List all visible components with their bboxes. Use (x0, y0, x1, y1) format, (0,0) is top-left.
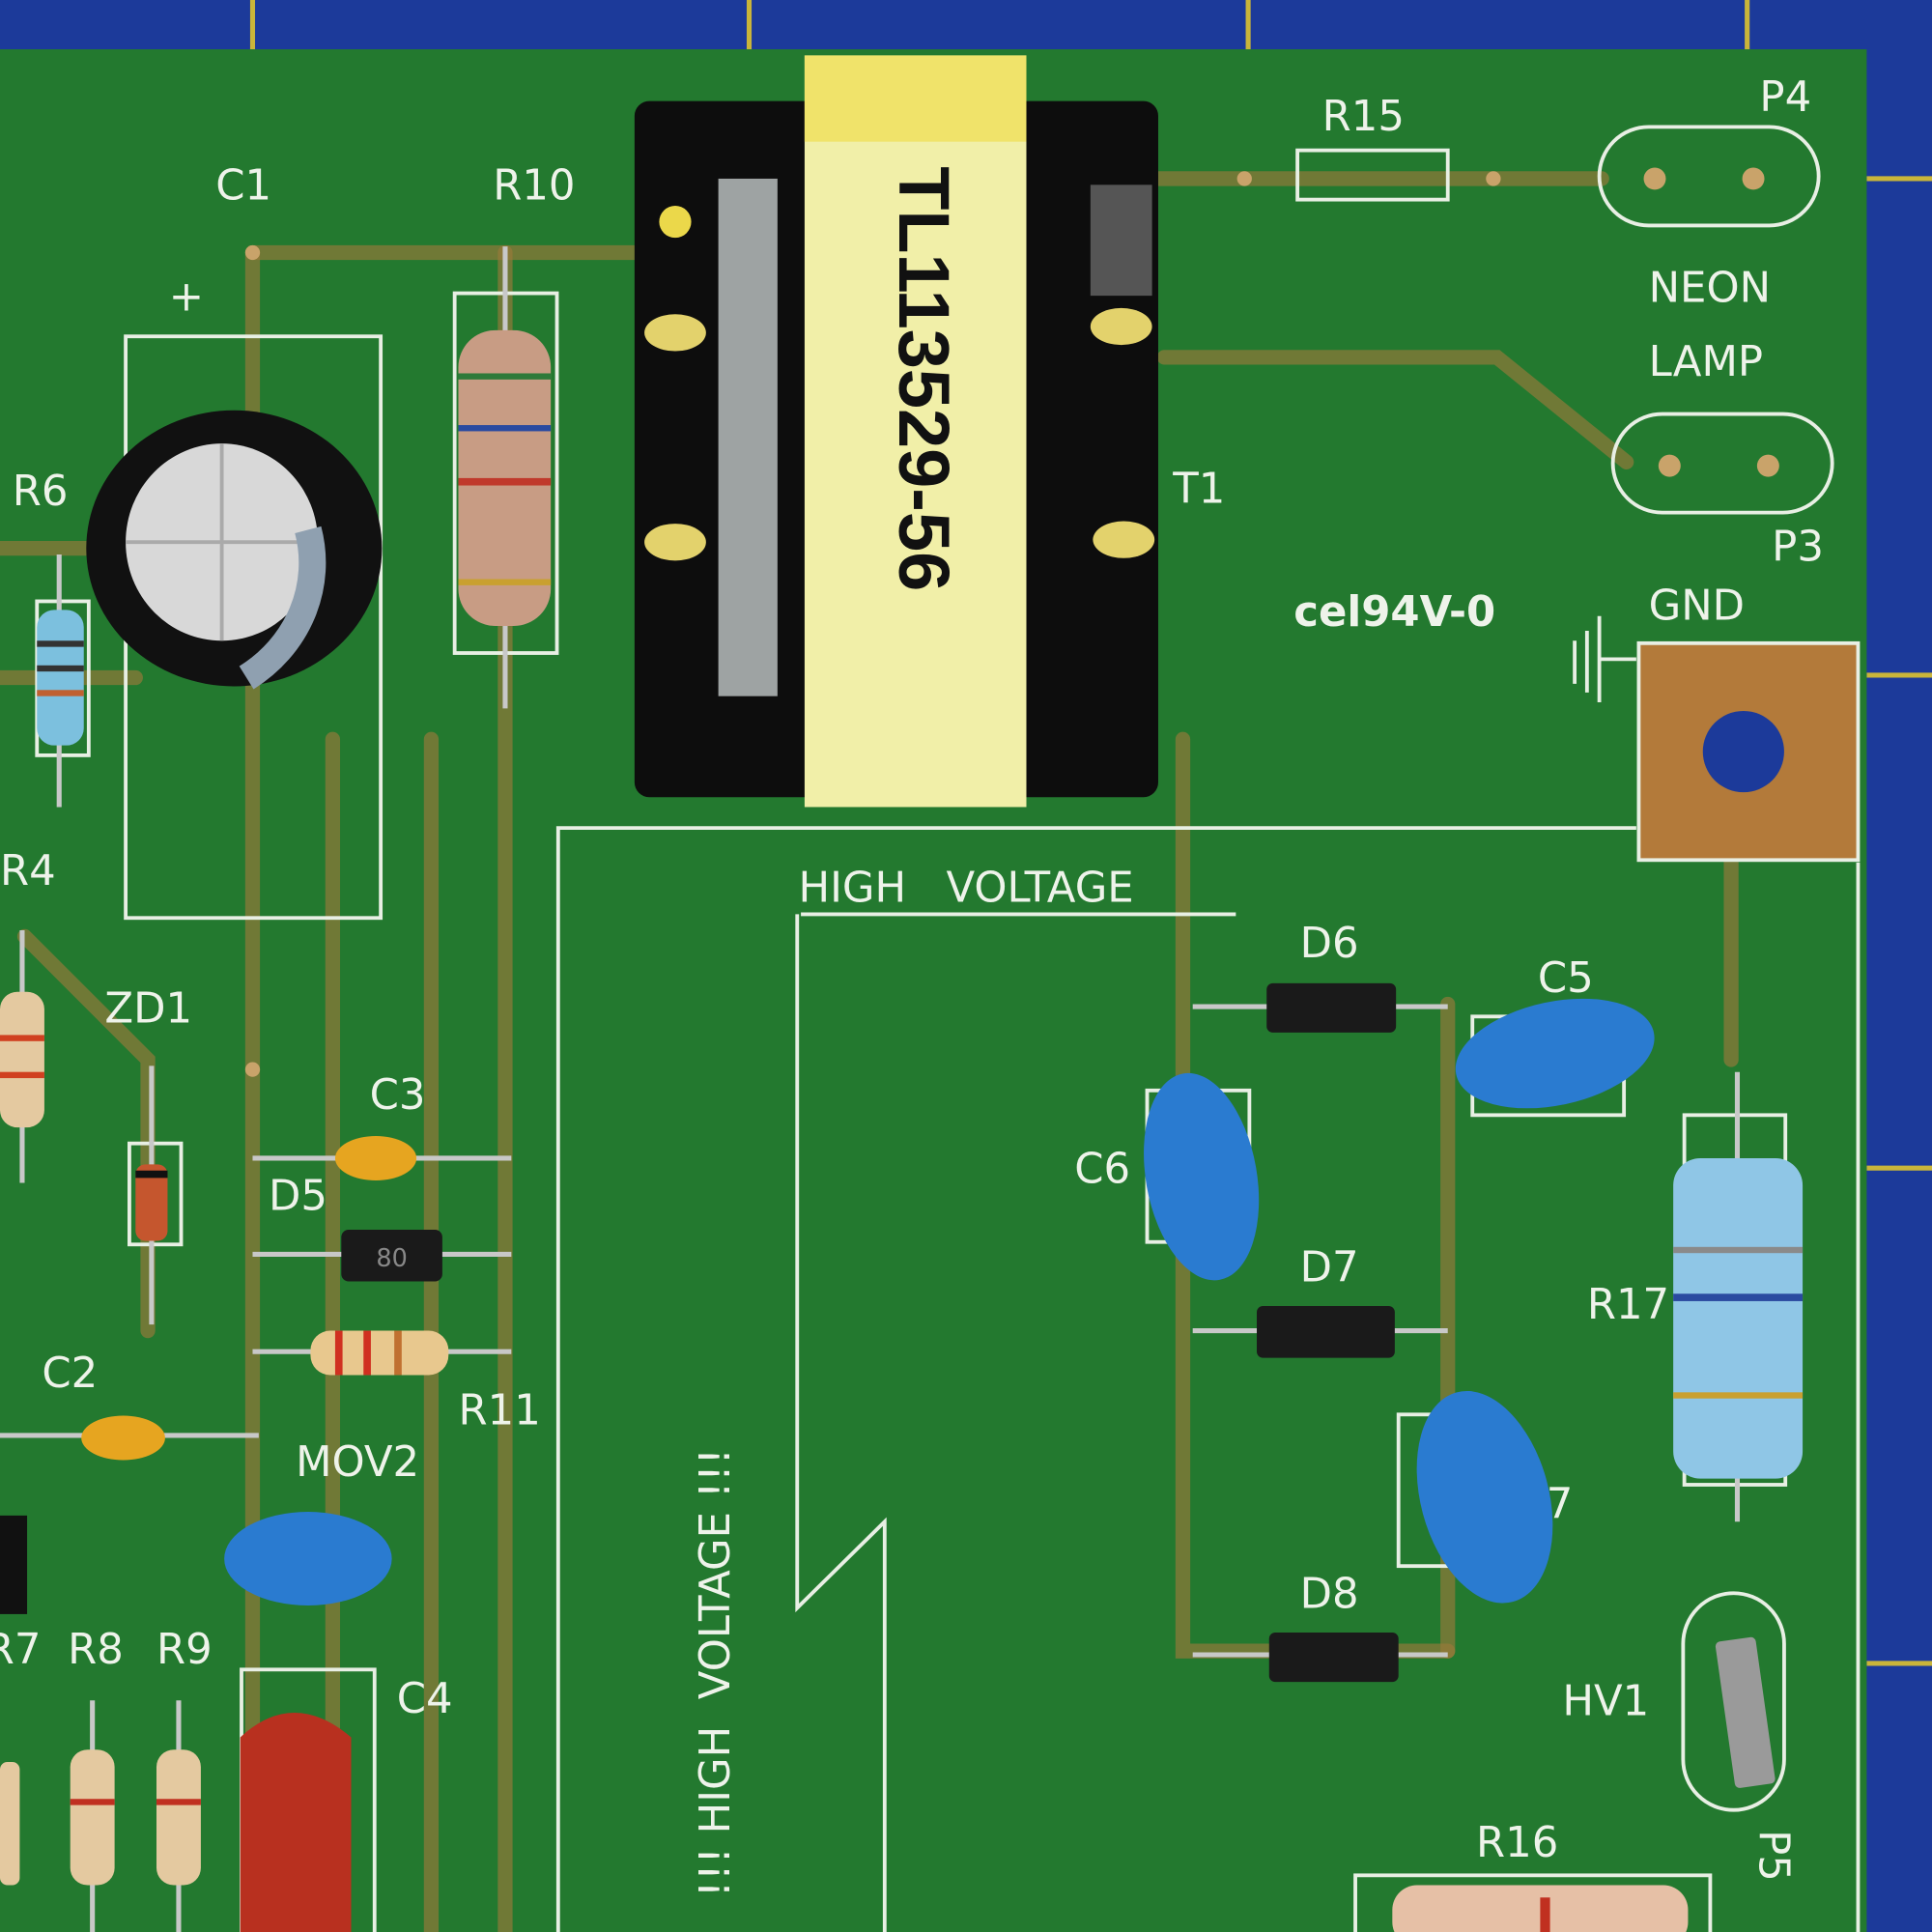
label-r4: R4 (0, 847, 56, 895)
label-d8: D8 (1300, 1571, 1359, 1619)
resistor-r11 (252, 1330, 512, 1376)
capacitor-c1 (86, 410, 383, 690)
mat-grid (249, 0, 1932, 1666)
label-r10: R10 (493, 162, 575, 211)
label-gnd: GND (1649, 582, 1745, 631)
label-r17: R17 (1587, 1281, 1669, 1329)
label-zd1: ZD1 (104, 985, 192, 1034)
label-t1: T1 (1172, 465, 1225, 513)
resistor-r6 (37, 554, 84, 808)
gnd-mount-hole (1702, 710, 1784, 793)
resistors-r7-r8-r9 (0, 1515, 201, 1932)
diode-d6 (1192, 982, 1448, 1033)
transformer-marking: TL113529-56 (884, 166, 964, 591)
label-hv1: HV1 (1562, 1678, 1649, 1726)
diode-marking: 80 (376, 1244, 407, 1273)
capacitor-c5 (1455, 998, 1655, 1109)
label-plus: + (169, 272, 204, 321)
label-d6: D6 (1300, 920, 1359, 968)
label-c7-partial: 7 (1547, 1480, 1574, 1528)
terminal-hv1 (1715, 1636, 1776, 1788)
silkscreen-labels: C1 R10 R15 P4 NEON LAMP P3 T1 cel94V-0 G… (0, 73, 1824, 1897)
diode-d7 (1192, 1306, 1448, 1358)
label-c6: C6 (1074, 1145, 1130, 1193)
label-p4: P4 (1759, 73, 1811, 122)
diode-d5: 80 (252, 1229, 512, 1282)
diode-d8 (1192, 1633, 1448, 1683)
capacitor-c3 (252, 1136, 512, 1180)
varistor-mov2 (224, 1512, 392, 1605)
resistor-r10 (458, 246, 552, 709)
capacitor-c2 (0, 1415, 259, 1461)
label-r7: R7 (0, 1626, 41, 1674)
label-c4: C4 (397, 1675, 453, 1723)
solder-pads (244, 167, 1779, 1077)
label-c2: C2 (42, 1350, 98, 1398)
label-c3: C3 (370, 1071, 426, 1120)
resistor-r4 (0, 930, 44, 1183)
label-d5: D5 (269, 1173, 327, 1221)
label-r16: R16 (1476, 1819, 1558, 1867)
label-r8: R8 (68, 1626, 124, 1674)
ul-marking: cel94V-0 (1293, 588, 1495, 637)
label-c1: C1 (215, 162, 271, 211)
capacitor-c6 (1144, 1072, 1260, 1281)
label-r6: R6 (13, 468, 69, 516)
capacitor-c7 (1416, 1390, 1553, 1604)
label-r9: R9 (156, 1626, 213, 1674)
label-mov2: MOV2 (296, 1438, 419, 1487)
capacitor-c4 (240, 1712, 352, 1932)
resistor-r17 (1673, 1071, 1804, 1522)
label-neon: NEON (1649, 265, 1771, 313)
label-p3: P3 (1772, 523, 1824, 571)
label-c5: C5 (1538, 954, 1594, 1003)
zener-zd1 (135, 1065, 168, 1325)
label-r15: R15 (1322, 93, 1405, 141)
resistor-r16 (1392, 1885, 1689, 1932)
label-lamp: LAMP (1649, 338, 1763, 386)
label-r11: R11 (458, 1386, 540, 1435)
label-p5: P5 (1748, 1830, 1797, 1882)
high-voltage-vertical: !!! HIGH VOLTAGE !!! (692, 1448, 740, 1897)
label-d7: D7 (1300, 1244, 1359, 1293)
high-voltage-title: HIGH VOLTAGE (799, 865, 1134, 913)
transformer-t1: TL113529-56 (634, 55, 1158, 808)
